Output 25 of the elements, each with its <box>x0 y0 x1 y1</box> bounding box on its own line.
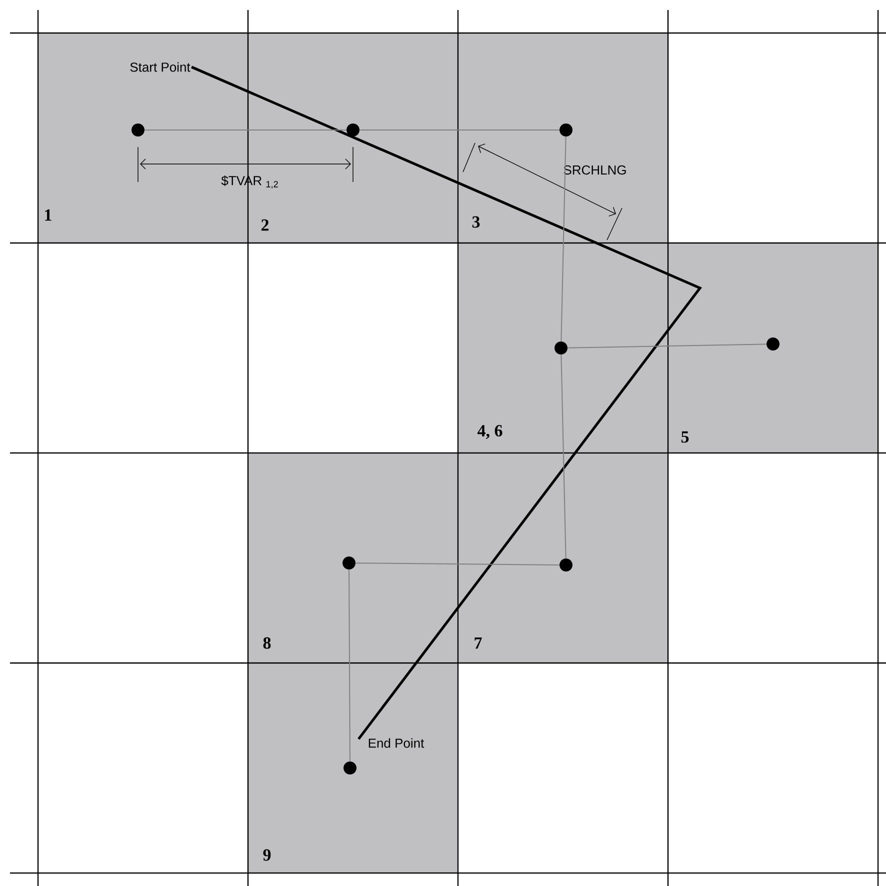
dot <box>560 124 572 136</box>
dimension-label: SRCHLNG <box>564 165 626 175</box>
connector-line <box>348 569 350 762</box>
connector-line <box>355 562 560 566</box>
connector-line <box>560 136 566 342</box>
cell-number: 5 <box>681 431 689 443</box>
dot <box>344 762 356 774</box>
dot <box>554 342 568 354</box>
cell-number: 3 <box>472 216 480 228</box>
cell-number: 1 <box>45 209 52 221</box>
cell-number: 7 <box>474 637 482 649</box>
dot <box>132 124 144 136</box>
connector-line <box>567 344 767 348</box>
cell-number: 4, 6 <box>478 425 502 439</box>
point-label: End Point <box>368 738 424 748</box>
cell-number: 9 <box>263 849 271 861</box>
point-label: Start Point <box>130 62 190 72</box>
dot <box>346 124 360 136</box>
route-line <box>191 66 702 740</box>
cell-number: 2 <box>261 219 269 231</box>
cell-number: 8 <box>263 637 271 649</box>
dot <box>560 558 572 572</box>
dot <box>766 338 780 350</box>
connector-line <box>560 354 566 559</box>
dot <box>342 556 356 570</box>
